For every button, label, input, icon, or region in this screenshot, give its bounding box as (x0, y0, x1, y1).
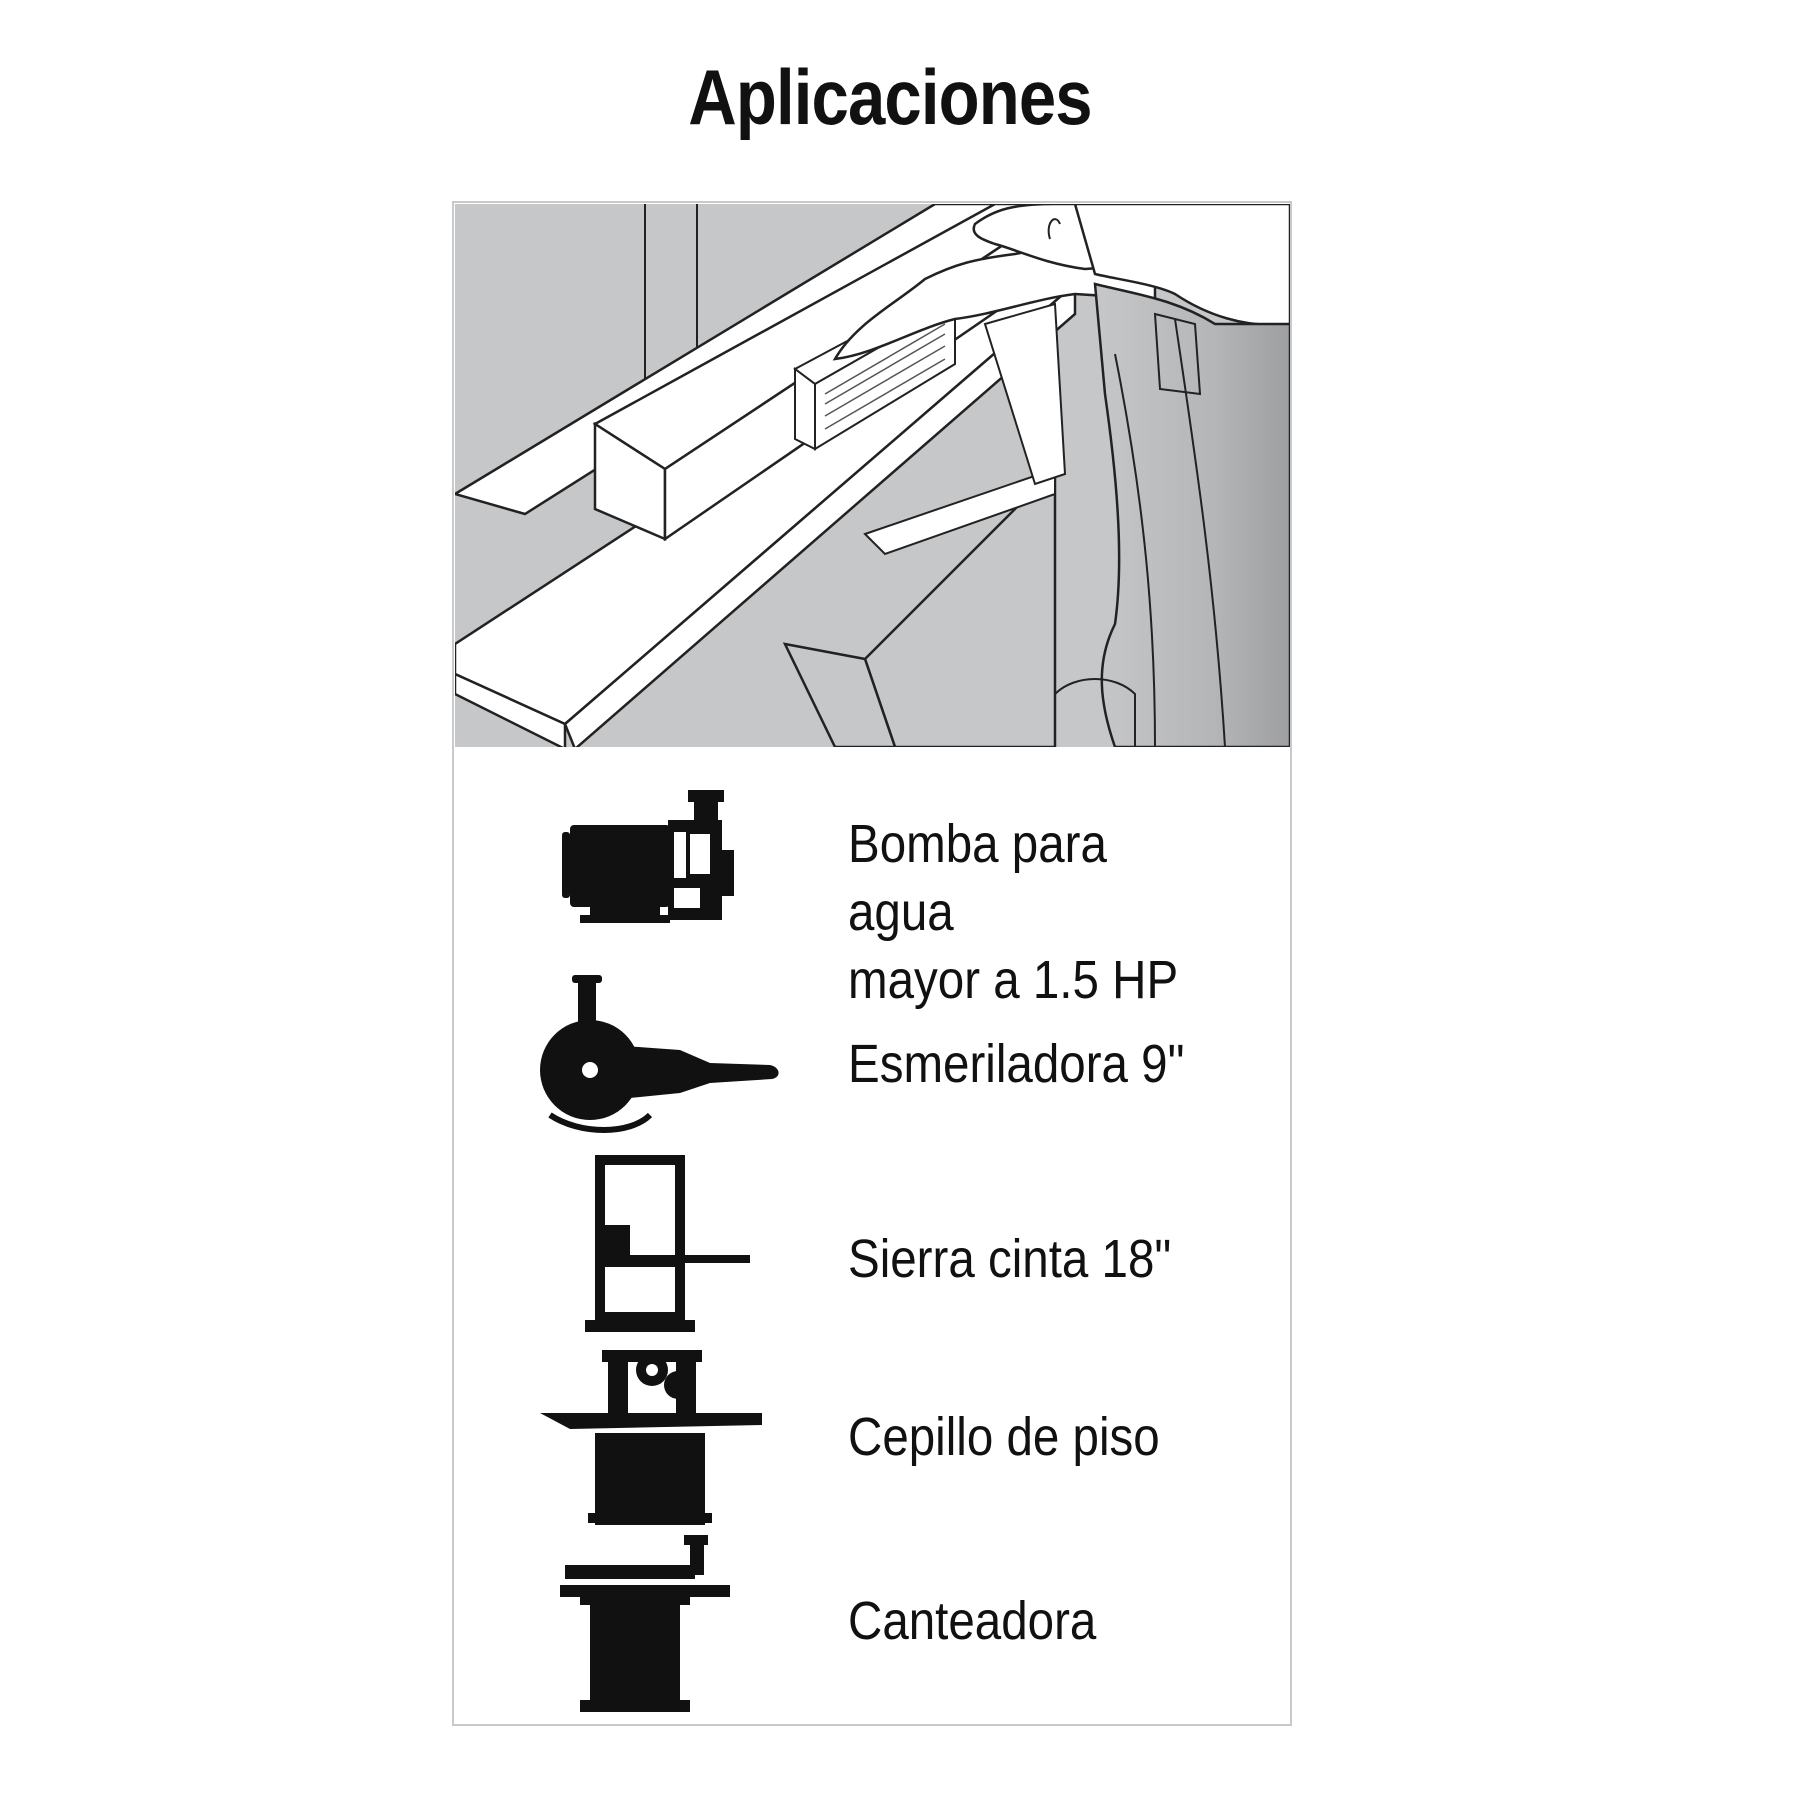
application-label: Esmeriladora 9" (848, 1034, 1185, 1094)
jointer-usage-illustration (455, 204, 1290, 747)
floor-planer-icon (540, 1345, 790, 1525)
page-title: Aplicaciones (688, 53, 1092, 141)
application-label: Canteadora (848, 1591, 1097, 1651)
jointer-icon (540, 1535, 790, 1715)
water-pump-icon (540, 780, 790, 960)
angle-grinder-icon (540, 975, 790, 1155)
application-label: Cepillo de piso (848, 1407, 1160, 1467)
application-label: Bomba para agua mayor a 1.5 HP (848, 814, 1179, 1010)
band-saw-icon (540, 1155, 790, 1335)
application-label: Sierra cinta 18" (848, 1229, 1172, 1289)
